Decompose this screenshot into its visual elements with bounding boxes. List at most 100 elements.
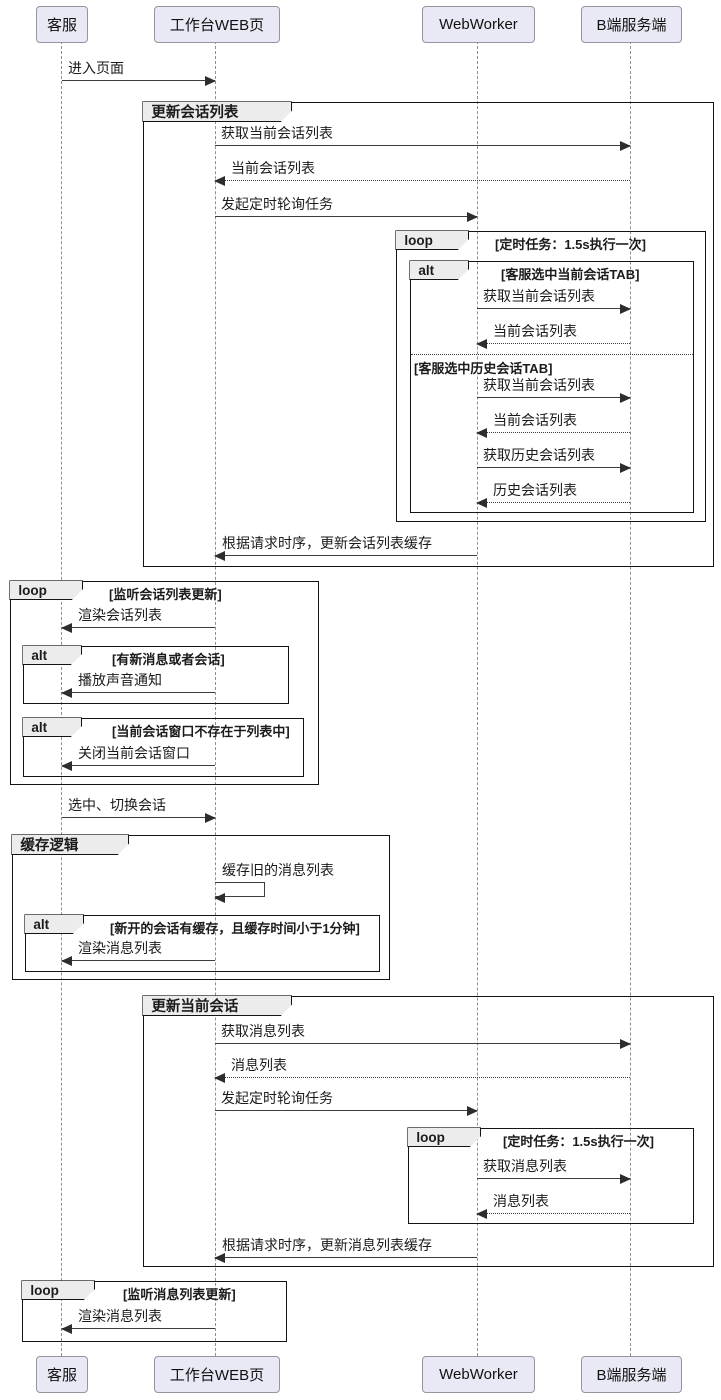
message-label: 发起定时轮询任务 <box>221 196 333 212</box>
message-fetch-messages: 获取消息列表 <box>215 1023 631 1049</box>
frame-title-tab: 更新会话列表 <box>142 101 292 122</box>
arrowhead-icon <box>61 623 72 633</box>
message-messages-reply-2: 消息列表 <box>476 1193 630 1219</box>
lifeline-customer-service <box>61 41 62 1356</box>
frame-title: 更新当前会话 <box>151 999 239 1016</box>
loop-tab: loop <box>9 580 83 600</box>
arrowhead-icon <box>476 339 487 349</box>
frame-kind-label: alt <box>31 719 48 735</box>
message-start-polling-task: 发起定时轮询任务 <box>215 196 478 222</box>
arrowhead-icon <box>205 813 216 823</box>
message-fetch-current-sessions: 获取当前会话列表 <box>215 125 631 151</box>
message-label: 播放声音通知 <box>78 672 162 688</box>
arrowhead-icon <box>214 1253 225 1263</box>
message-label: 历史会话列表 <box>493 482 577 498</box>
message-label: 当前会话列表 <box>231 160 315 176</box>
message-fetch-history-sessions: 获取历史会话列表 <box>477 447 631 473</box>
actor-backend-server-bottom: B端服务端 <box>581 1356 682 1393</box>
message-cache-old-messages: 缓存旧的消息列表 <box>214 862 334 903</box>
frame-update-session-list: 更新会话列表 <box>143 102 714 567</box>
message-label: 根据请求时序，更新消息列表缓存 <box>222 1237 432 1253</box>
actor-customer-service-bottom: 客服 <box>36 1356 88 1393</box>
message-current-sessions-reply-2: 当前会话列表 <box>476 323 630 349</box>
message-label: 获取消息列表 <box>221 1023 305 1039</box>
arrowhead-icon <box>467 212 478 222</box>
arrowhead-icon <box>476 498 487 508</box>
frame-cache-logic: 缓存逻辑 <box>12 835 390 980</box>
loop-watch-session-list: loop [监听会话列表更新] <box>10 581 319 785</box>
message-label: 缓存旧的消息列表 <box>222 862 334 878</box>
arrowhead-icon <box>467 1106 478 1116</box>
arrowhead-icon <box>476 428 487 438</box>
message-update-message-cache: 根据请求时序，更新消息列表缓存 <box>214 1237 477 1263</box>
alt-tab: alt <box>24 914 84 934</box>
arrowhead-icon <box>214 176 225 186</box>
alt-condition: [当前会话窗口不存在于列表中] <box>112 724 290 739</box>
alt-window-missing: alt [当前会话窗口不存在于列表中] <box>23 718 304 777</box>
loop-tab: loop <box>407 1127 481 1147</box>
frame-title: 更新会话列表 <box>151 105 239 122</box>
message-history-sessions-reply: 历史会话列表 <box>476 482 630 508</box>
lifeline-backend-server <box>630 41 631 1356</box>
arrowhead-icon <box>61 956 72 966</box>
arrowhead-icon <box>214 893 225 903</box>
arrowhead-icon <box>214 1073 225 1083</box>
message-update-session-cache: 根据请求时序，更新会话列表缓存 <box>214 535 477 561</box>
message-label: 渲染消息列表 <box>78 1308 162 1324</box>
arrowhead-icon <box>620 393 631 403</box>
message-start-polling-task-2: 发起定时轮询任务 <box>215 1090 478 1116</box>
alt-cache-valid: alt [新开的会话有缓存，且缓存时间小于1分钟] <box>25 915 380 972</box>
message-enter-page: 进入页面 <box>62 60 216 86</box>
arrowhead-icon <box>205 76 216 86</box>
message-render-message-list-cache: 渲染消息列表 <box>61 940 215 966</box>
alt-tab: alt <box>409 260 469 280</box>
alt-condition: [新开的会话有缓存，且缓存时间小于1分钟] <box>110 921 360 936</box>
message-fetch-messages-2: 获取消息列表 <box>477 1158 631 1184</box>
message-render-message-list: 渲染消息列表 <box>61 1308 215 1334</box>
message-label: 选中、切换会话 <box>68 797 166 813</box>
message-label: 渲染消息列表 <box>78 940 162 956</box>
alt-tab: alt <box>22 717 82 737</box>
loop-tab: loop <box>21 1280 95 1300</box>
arrowhead-icon <box>620 1174 631 1184</box>
alt-tab: alt <box>22 645 82 665</box>
alt-session-tab: alt [客服选中当前会话TAB] [客服选中历史会话TAB] <box>410 261 694 513</box>
alt-new-message: alt [有新消息或者会话] <box>23 646 289 704</box>
message-fetch-current-sessions-2: 获取当前会话列表 <box>477 288 631 314</box>
frame-kind-label: loop <box>416 1129 445 1145</box>
message-label: 当前会话列表 <box>493 323 577 339</box>
arrowhead-icon <box>214 551 225 561</box>
frame-kind-label: alt <box>31 647 48 663</box>
frame-update-current-session: 更新当前会话 <box>143 996 714 1267</box>
loop-condition: [监听消息列表更新] <box>123 1287 236 1302</box>
message-play-sound: 播放声音通知 <box>61 672 215 698</box>
message-label: 当前会话列表 <box>493 412 577 428</box>
arrowhead-icon <box>620 463 631 473</box>
loop-timer-session: loop [定时任务：1.5s执行一次] <box>396 231 706 522</box>
loop-condition: [监听会话列表更新] <box>109 587 222 602</box>
message-label: 发起定时轮询任务 <box>221 1090 333 1106</box>
message-label: 获取消息列表 <box>483 1158 567 1174</box>
frame-kind-label: alt <box>33 916 50 932</box>
arrowhead-icon <box>61 761 72 771</box>
frame-title: 缓存逻辑 <box>20 838 79 855</box>
arrowhead-icon <box>620 304 631 314</box>
loop-timer-message: loop [定时任务：1.5s执行一次] <box>408 1128 694 1224</box>
message-current-sessions-reply: 当前会话列表 <box>214 160 630 186</box>
frame-title-tab: 更新当前会话 <box>142 995 292 1016</box>
message-label: 获取当前会话列表 <box>221 125 333 141</box>
alt-condition: [有新消息或者会话] <box>112 652 225 667</box>
frame-kind-label: loop <box>18 582 47 598</box>
frame-kind-label: alt <box>418 262 435 278</box>
arrowhead-icon <box>476 1209 487 1219</box>
frame-kind-label: loop <box>30 1282 59 1298</box>
message-select-switch-session: 选中、切换会话 <box>62 797 216 823</box>
lifeline-webworker <box>477 41 478 1356</box>
message-fetch-current-sessions-3: 获取当前会话列表 <box>477 377 631 403</box>
message-label: 渲染会话列表 <box>78 607 162 623</box>
frame-kind-label: loop <box>404 232 433 248</box>
message-label: 进入页面 <box>68 60 124 76</box>
actor-customer-service-top: 客服 <box>36 6 88 43</box>
actor-workbench-web-bottom: 工作台WEB页 <box>154 1356 280 1393</box>
